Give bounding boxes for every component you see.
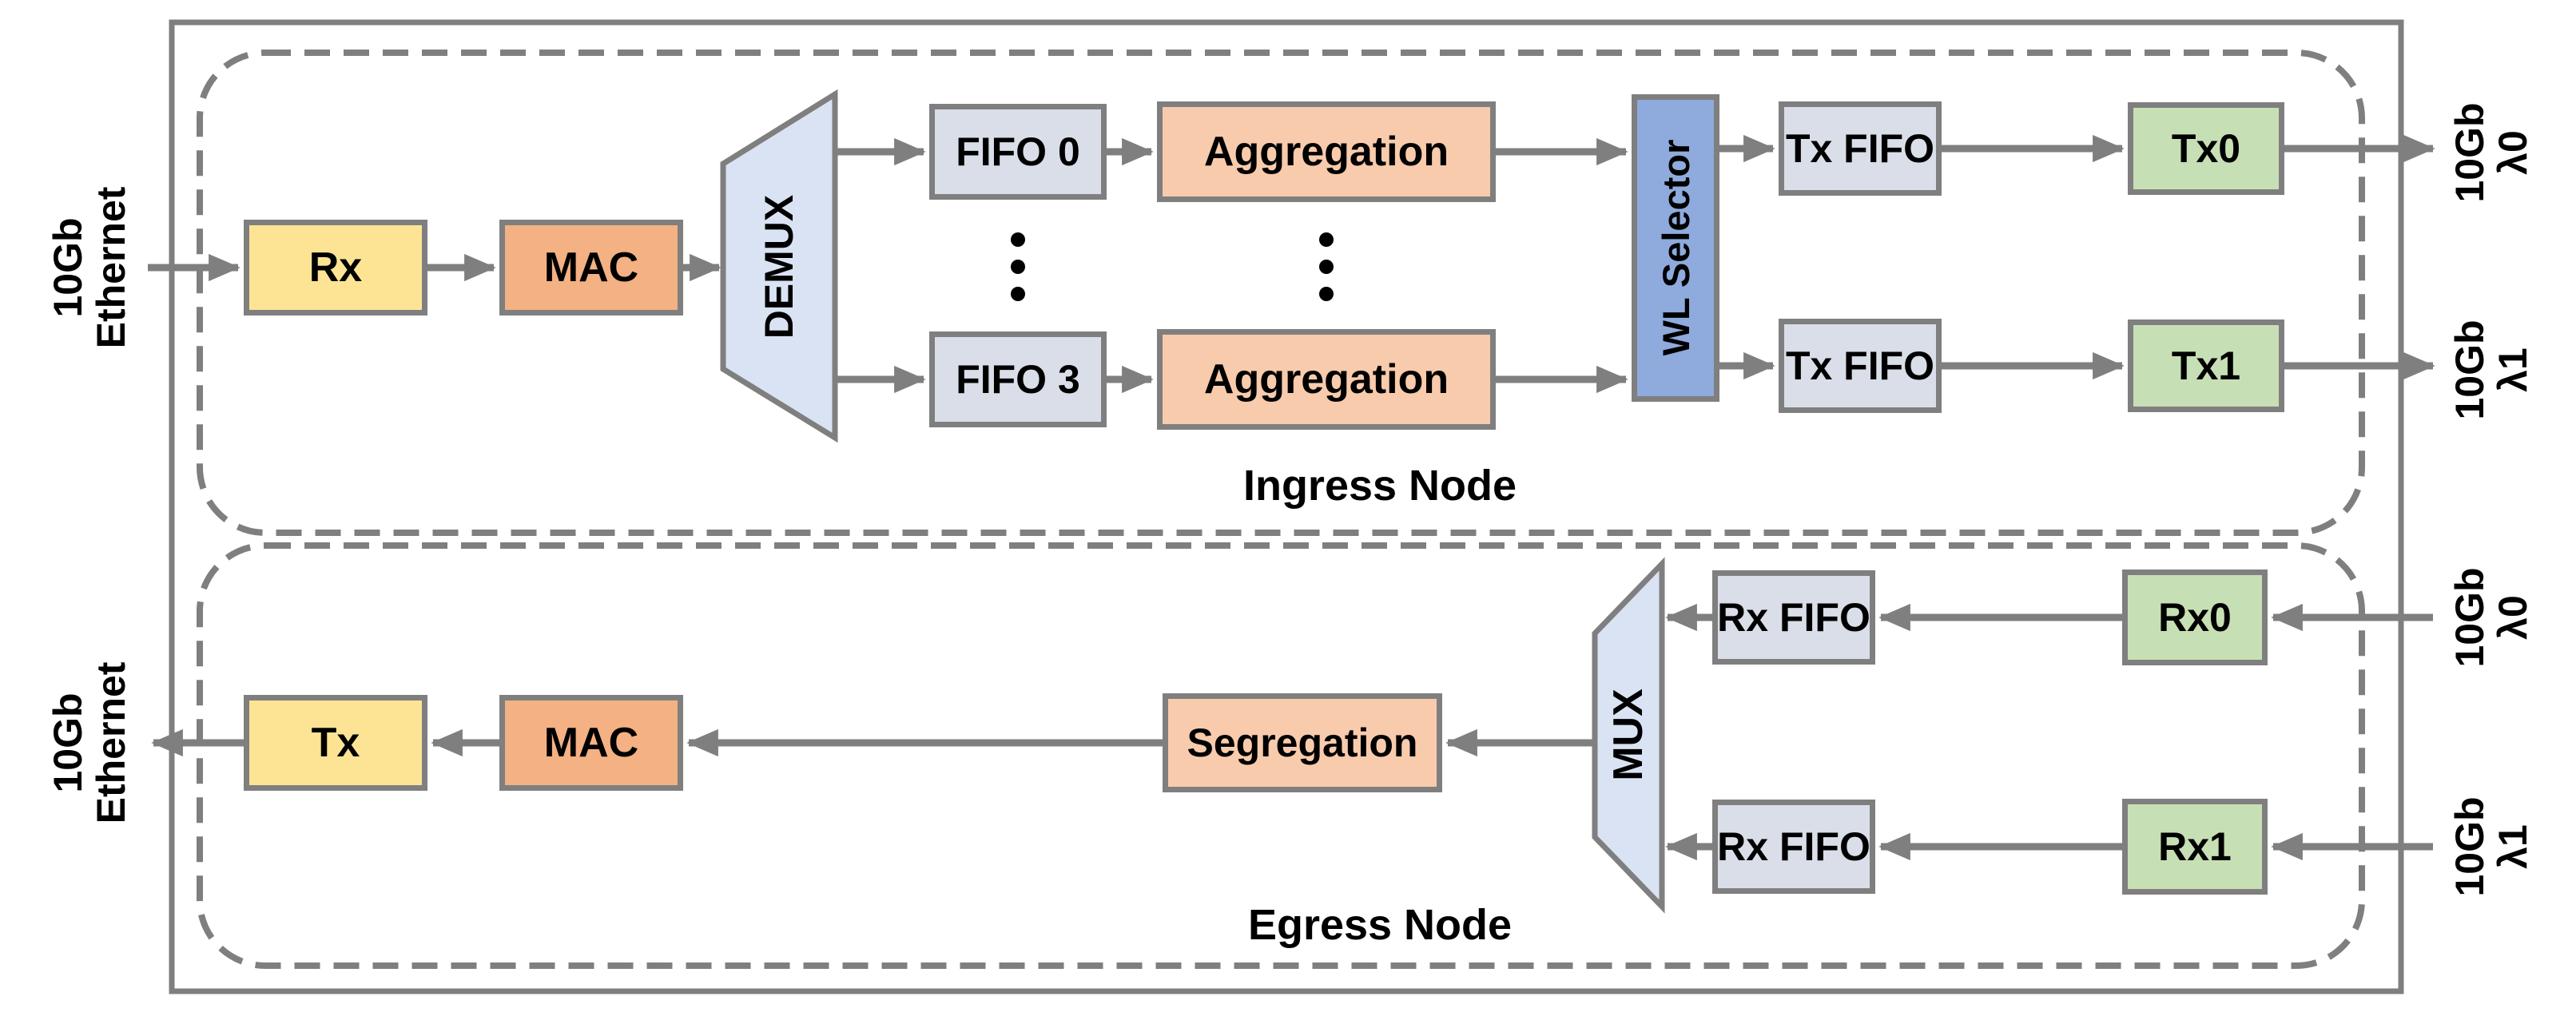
io-label-line: 10Gb xyxy=(2447,319,2492,420)
io-label-egress-lambda0-in: 10Gb λ0 xyxy=(2447,514,2536,721)
aggregation-top-box: Aggregation xyxy=(1157,101,1496,202)
vertical-ellipsis-fifo xyxy=(1011,232,1025,301)
ingress-flow-arrows xyxy=(148,134,2435,394)
tx-fifo-top-box: Tx FIFO xyxy=(1779,101,1942,196)
demux-label: DEMUX xyxy=(757,194,801,339)
rx-fifo-top-box: Rx FIFO xyxy=(1712,570,1875,665)
segregation-box: Segregation xyxy=(1163,693,1442,792)
mux-trapezoid xyxy=(1592,557,1665,914)
io-label-line: 10Gb xyxy=(2447,102,2492,203)
egress-flow-arrows xyxy=(151,603,2433,861)
io-label-egress-ethernet-out: 10Gb Ethernet xyxy=(45,607,134,879)
io-label-ingress-ethernet-in: 10Gb Ethernet xyxy=(45,132,134,403)
io-label-line: Ethernet xyxy=(89,661,133,824)
io-label-ingress-lambda0-out: 10Gb λ0 xyxy=(2447,49,2536,256)
rx-box: Rx xyxy=(244,220,427,316)
wl-selector-label: WL Selector xyxy=(1654,139,1697,356)
egress-node-label: Egress Node xyxy=(1247,901,1513,949)
egress-node-boundary xyxy=(197,542,2365,969)
io-label-line: Ethernet xyxy=(89,186,133,349)
io-label-line: λ1 xyxy=(2491,824,2535,869)
fifo-3-box: FIFO 3 xyxy=(929,331,1107,427)
rx0-box: Rx0 xyxy=(2122,570,2268,665)
io-label-line: λ0 xyxy=(2491,130,2535,175)
ingress-node-boundary xyxy=(197,50,2365,536)
io-label-line: 10Gb xyxy=(46,217,90,318)
vertical-ellipsis-aggregation xyxy=(1319,232,1334,301)
fifo-0-box: FIFO 0 xyxy=(929,104,1107,200)
ingress-node-label: Ingress Node xyxy=(1242,462,1517,510)
aggregation-bottom-box: Aggregation xyxy=(1157,329,1496,430)
rx-fifo-bottom-box: Rx FIFO xyxy=(1712,800,1875,894)
tx0-box: Tx0 xyxy=(2128,102,2284,195)
rx1-box: Rx1 xyxy=(2122,799,2268,895)
tx-box: Tx xyxy=(244,695,427,791)
mac-ingress-box: MAC xyxy=(499,220,683,316)
io-label-line: 10Gb xyxy=(46,693,90,793)
demux-trapezoid xyxy=(720,89,838,443)
io-label-ingress-lambda1-out: 10Gb λ1 xyxy=(2447,266,2536,474)
wl-selector-box xyxy=(1632,94,1719,402)
tx-fifo-bottom-box: Tx FIFO xyxy=(1779,319,1942,413)
mux-label: MUX xyxy=(1605,689,1652,781)
tx1-box: Tx1 xyxy=(2128,319,2284,412)
io-label-line: 10Gb xyxy=(2447,796,2492,897)
io-label-line: 10Gb xyxy=(2447,567,2492,668)
io-label-line: λ0 xyxy=(2491,595,2535,640)
chassis-border xyxy=(169,19,2404,994)
io-label-line: λ1 xyxy=(2491,347,2535,392)
mac-egress-box: MAC xyxy=(499,695,683,791)
io-label-egress-lambda1-in: 10Gb λ1 xyxy=(2447,743,2536,951)
